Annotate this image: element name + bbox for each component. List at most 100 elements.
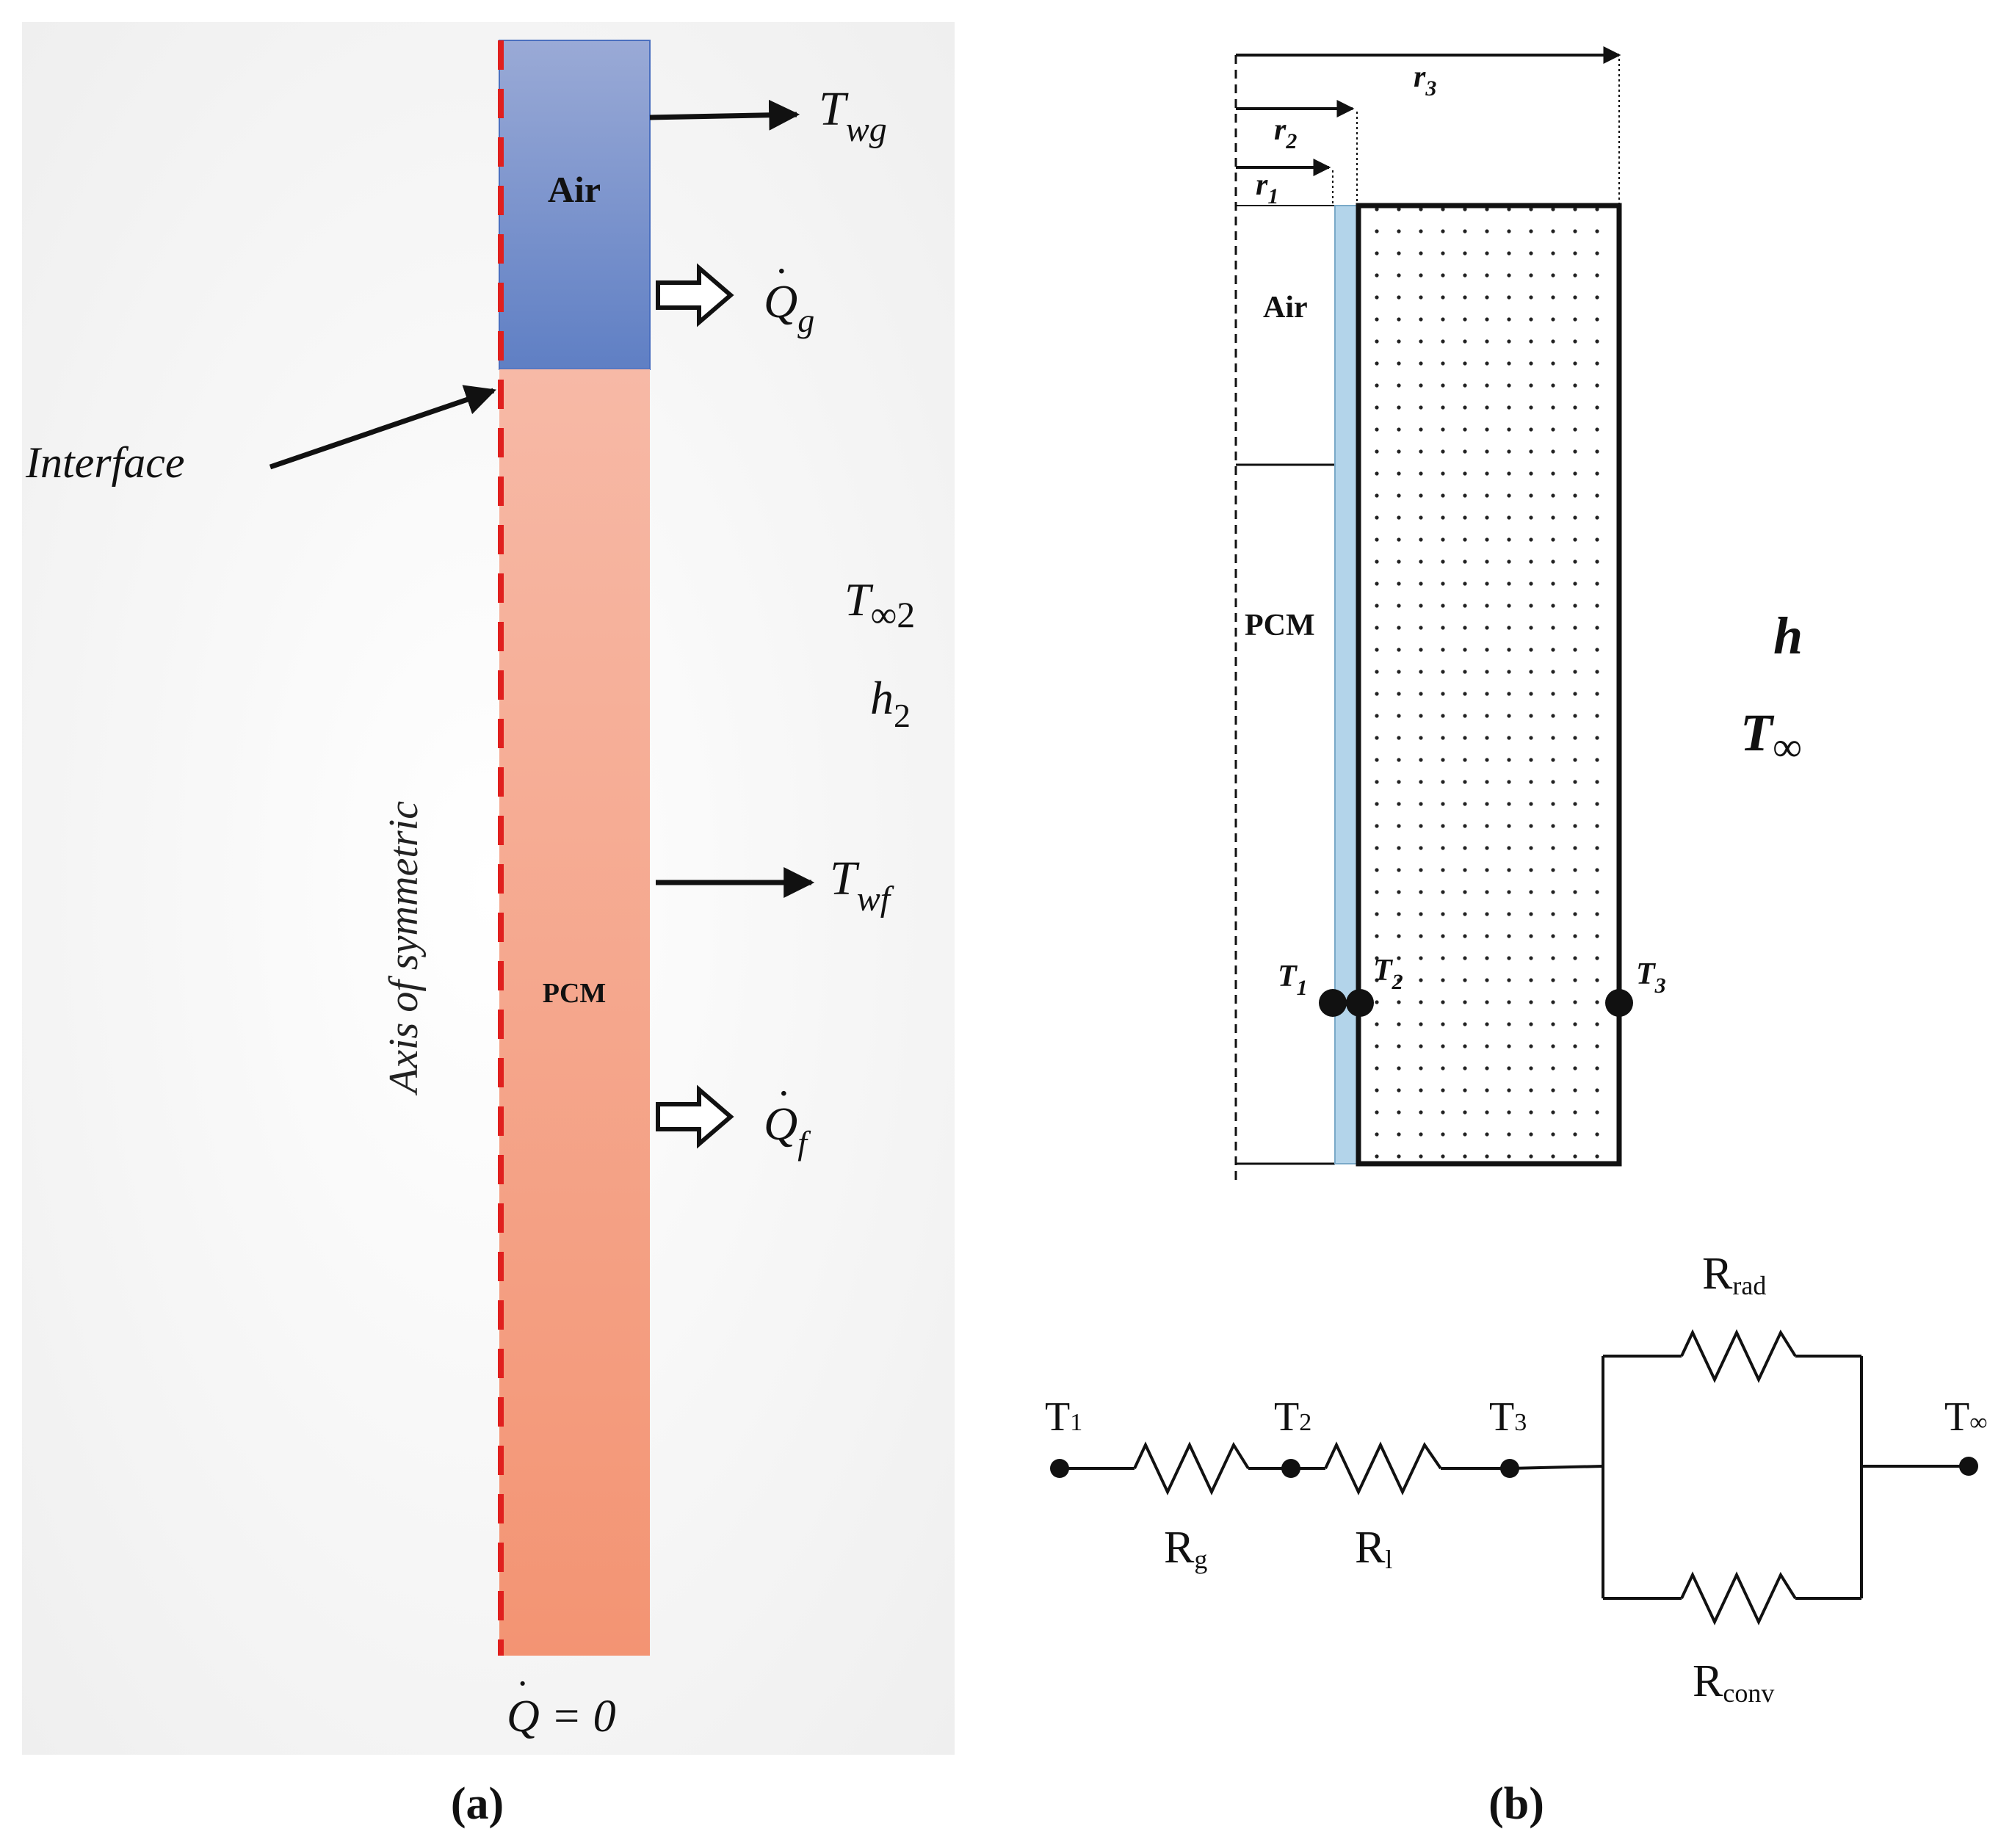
qf-main: Q bbox=[764, 1098, 797, 1150]
thermal-circuit bbox=[1060, 1329, 1969, 1626]
qg-dot: · bbox=[775, 249, 789, 294]
qg-sub: g bbox=[797, 302, 814, 339]
twf-main: T bbox=[830, 852, 860, 905]
rconv-sub: conv bbox=[1723, 1678, 1774, 1708]
qf-arrow-icon bbox=[656, 1084, 734, 1149]
rrad-sub: rad bbox=[1732, 1271, 1766, 1300]
h-label: h bbox=[1773, 606, 1803, 665]
axis-label: Axis of symmetric bbox=[381, 801, 427, 1096]
rg-sub: g bbox=[1194, 1545, 1207, 1574]
r2-main: r bbox=[1274, 113, 1287, 147]
wire-t3-parallel bbox=[1509, 1465, 1604, 1470]
circuit-node-tinf bbox=[1959, 1457, 1978, 1476]
circuit-t1-sub: 1 bbox=[1070, 1409, 1082, 1436]
circuit-labels: T1 T2 T3 T∞ Rg Rl Rrad Rconv bbox=[1045, 1249, 1987, 1708]
twf-sub: wf bbox=[857, 880, 894, 918]
r3-label: r3 bbox=[1414, 60, 1436, 101]
air-region bbox=[499, 40, 651, 370]
circuit-t2-main: T bbox=[1274, 1394, 1299, 1440]
interface-arrow bbox=[269, 385, 496, 470]
r1-main: r bbox=[1256, 168, 1268, 202]
t1-main: T bbox=[1278, 960, 1298, 993]
rl-sub: l bbox=[1385, 1545, 1392, 1574]
r1-label: r1 bbox=[1256, 168, 1278, 209]
circuit-tinf-main: T bbox=[1944, 1394, 1969, 1440]
panel-a: Air PCM Axis of symmetric Interface Twg … bbox=[22, 22, 955, 1829]
t3-main: T bbox=[1636, 957, 1657, 991]
pcm-label-a: PCM bbox=[543, 978, 607, 1009]
qzero-dot: · bbox=[516, 1663, 529, 1705]
t2-sub: 2 bbox=[1392, 970, 1403, 994]
caption-b: (b) bbox=[1488, 1779, 1544, 1829]
rg-label: Rg bbox=[1164, 1523, 1207, 1574]
pcm-label-b: PCM bbox=[1245, 609, 1315, 642]
air-label-a: Air bbox=[548, 169, 601, 210]
tinf-sub: ∞ bbox=[1773, 725, 1802, 770]
twg-label: Twg bbox=[819, 82, 887, 149]
qg-label: Qg bbox=[764, 275, 814, 339]
interface-label: Interface bbox=[25, 438, 185, 487]
h2-sub: 2 bbox=[894, 697, 911, 734]
t3-label: T3 bbox=[1636, 957, 1666, 998]
air-label-b: Air bbox=[1263, 291, 1308, 325]
rrad-label: Rrad bbox=[1702, 1249, 1766, 1300]
circuit-t2-label: T2 bbox=[1274, 1394, 1311, 1440]
rg-main: R bbox=[1164, 1523, 1195, 1573]
t2-node bbox=[1346, 989, 1374, 1017]
circuit-nodes bbox=[1050, 1457, 1978, 1478]
tinf2-sub: ∞2 bbox=[871, 594, 916, 635]
circuit-t3-main: T bbox=[1489, 1394, 1514, 1440]
rl-label: Rl bbox=[1355, 1523, 1392, 1574]
resistor-rrad bbox=[1680, 1329, 1797, 1383]
glass-wall bbox=[1334, 205, 1358, 1164]
r1-sub: 1 bbox=[1267, 184, 1278, 209]
qf-dot: · bbox=[777, 1071, 791, 1117]
t3-node bbox=[1605, 989, 1633, 1017]
circuit-t2-sub: 2 bbox=[1299, 1409, 1311, 1436]
t2-label: T2 bbox=[1373, 954, 1403, 994]
rrad-main: R bbox=[1702, 1249, 1733, 1299]
t1-sub: 1 bbox=[1297, 976, 1308, 1000]
qzero-label: Q = 0 bbox=[507, 1692, 616, 1742]
twg-arrow bbox=[649, 99, 800, 131]
h2-label: h2 bbox=[870, 672, 911, 734]
t1-label: T1 bbox=[1278, 960, 1308, 1000]
rconv-main: R bbox=[1693, 1656, 1723, 1706]
circuit-t3-label: T3 bbox=[1489, 1394, 1527, 1440]
r3-main: r bbox=[1414, 60, 1426, 94]
rl-main: R bbox=[1355, 1523, 1386, 1573]
resistor-rconv bbox=[1680, 1571, 1797, 1626]
panel-b: r3 r2 r1 Air PCM h T∞ bbox=[1234, 46, 1803, 1182]
pcm-region bbox=[499, 369, 650, 1656]
circuit-node-t2 bbox=[1281, 1459, 1300, 1478]
qg-arrow-icon bbox=[656, 263, 734, 327]
resistor-rl bbox=[1324, 1441, 1442, 1496]
tinf2-main: T bbox=[844, 573, 874, 626]
circuit-t1-main: T bbox=[1045, 1394, 1070, 1440]
circuit-tinf-label: T∞ bbox=[1944, 1394, 1987, 1440]
r3-sub: 3 bbox=[1425, 76, 1436, 101]
circuit-node-t3 bbox=[1500, 1459, 1519, 1478]
qg-main: Q bbox=[764, 275, 797, 327]
circuit-tinf-sub: ∞ bbox=[1969, 1409, 1987, 1436]
circuit-t3-sub: 3 bbox=[1514, 1409, 1527, 1436]
t2-main: T bbox=[1373, 954, 1394, 988]
rconv-label: Rconv bbox=[1693, 1656, 1774, 1708]
caption-a: (a) bbox=[451, 1779, 504, 1829]
panel-a-background bbox=[22, 22, 955, 1755]
tinf2-label: T∞2 bbox=[844, 573, 915, 635]
insulation-region bbox=[1356, 203, 1622, 1167]
t3-sub: 3 bbox=[1654, 974, 1666, 998]
t1-node bbox=[1319, 989, 1347, 1017]
tinf-label: T∞ bbox=[1740, 703, 1802, 770]
r2-sub: 2 bbox=[1285, 129, 1297, 153]
h2-main: h bbox=[870, 672, 894, 724]
twg-sub: wg bbox=[846, 110, 887, 149]
circuit-t1-label: T1 bbox=[1045, 1394, 1082, 1440]
circuit-node-t1 bbox=[1050, 1459, 1069, 1478]
twf-label: Twf bbox=[830, 852, 894, 918]
r2-label: r2 bbox=[1274, 113, 1297, 153]
twg-main: T bbox=[819, 82, 849, 136]
resistor-rg bbox=[1133, 1441, 1250, 1496]
